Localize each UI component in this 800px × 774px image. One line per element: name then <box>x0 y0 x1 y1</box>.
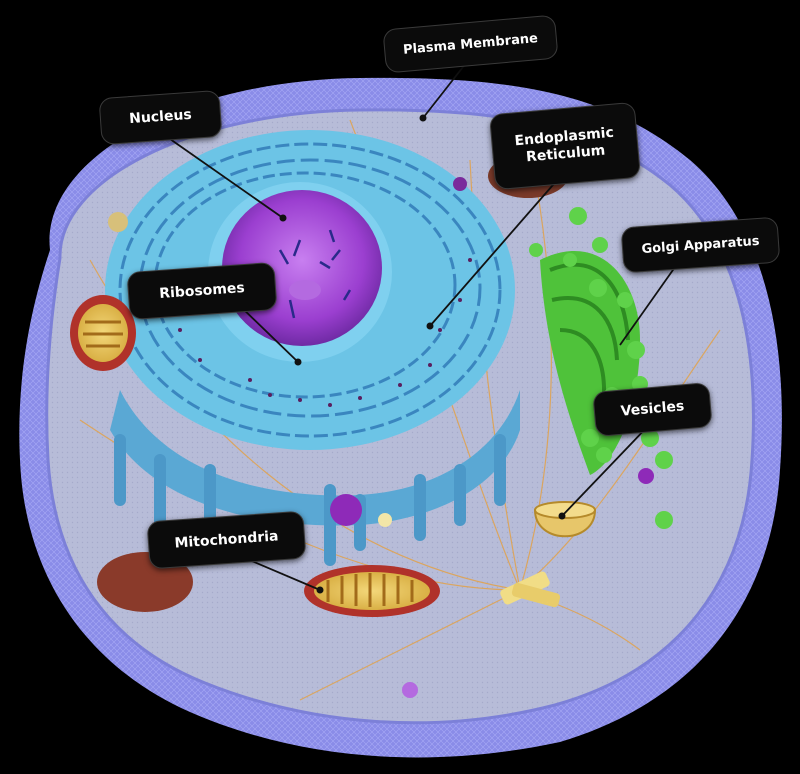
ribosomes <box>178 258 472 407</box>
chromatin <box>278 229 352 319</box>
label-leader-dots <box>279 114 566 594</box>
mitochondrion-left <box>70 295 136 371</box>
label-nucleus[interactable]: Nucleus <box>98 89 223 146</box>
centrosome <box>500 571 561 608</box>
label-endoplasmic-reticulum[interactable]: Endoplasmic Reticulum <box>488 101 642 191</box>
label-leader-lines <box>159 57 681 591</box>
label-ribosomes[interactable]: Ribosomes <box>126 261 278 321</box>
vesicle <box>533 501 597 538</box>
mitochondrion-center <box>304 565 440 617</box>
lysosomes <box>108 177 654 698</box>
